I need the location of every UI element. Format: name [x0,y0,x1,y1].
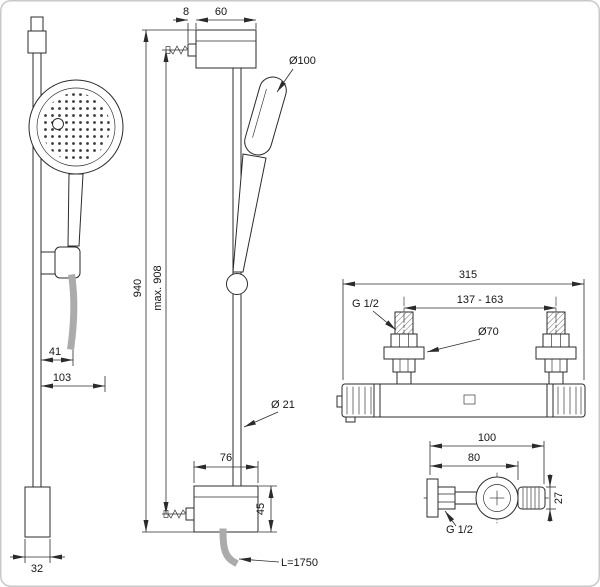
brand-plate [463,394,476,405]
wall-bracket-top-front [195,29,257,69]
flow-handle [557,386,582,415]
handshower-handle-side [67,173,84,247]
rail-side-view [24,16,124,538]
dim-bracket-width: 60 [215,6,227,18]
dim-body-depth: 80 [468,452,480,464]
handle-end-cap [336,395,343,408]
escutcheon-left [383,346,425,360]
handle-side-ridges [522,487,540,509]
union-nut-side [437,486,456,510]
temperature-handle [346,386,372,415]
wall-escutcheon-side [426,478,439,518]
wall-bracket-bottom-front [193,485,259,533]
spray-nozzle-pattern [42,93,110,161]
escutcheon-right [535,346,577,360]
dim-rail-overall-height: 940 [132,279,144,297]
rail-side-view-dimensions: 41 103 32 [10,346,106,575]
thread-left [394,311,414,335]
handshower-front [232,76,287,273]
dim-rail-to-head: 103 [53,372,71,384]
mixer-inlet-left [383,311,425,385]
shower-hose-front [219,528,239,567]
dim-outlet-offset: 8 [183,6,189,18]
mixer-front-view-dimensions: 315 137 - 163 G 1/2 Ø70 [342,269,585,380]
mixer-side-view [423,472,551,524]
dim-thread-size-side: G 1/2 [446,524,473,536]
dim-bottom-bracket-width: 76 [220,452,232,464]
dim-bracket-depth: 32 [31,563,43,575]
dim-thread-size-front: G 1/2 [352,298,379,310]
thread-right [546,311,566,335]
dim-bottom-bracket-height: 45 [255,503,267,515]
mixer-body [341,383,586,418]
wall-bracket-bottom-side [24,486,51,538]
glider-arm-side [40,251,56,275]
safety-stop-button [345,416,356,423]
hose-outlet-bottom [185,507,195,521]
mixer-front-view [336,296,586,423]
glider-front [226,273,248,295]
rail-front-view-dimensions: 8 60 940 max. 908 Ø100 Ø 21 76 45 L=1750 [132,6,318,569]
dim-max-fixing-distance: max. 908 [152,265,164,310]
handshower-head-front [244,76,287,156]
mixer-inlet-right [535,311,577,385]
dim-escutcheon-diameter: Ø70 [478,326,499,338]
dim-hose-length: L=1750 [281,557,318,569]
wall-bracket-top-side [27,30,47,54]
dim-rail-diameter: Ø 21 [271,399,295,411]
dim-handle-height: 27 [553,492,565,504]
shower-hose-side [67,274,78,350]
dim-mixer-depth: 100 [478,432,496,444]
head-center-detail [52,118,64,130]
inlet-pipe-side [454,491,478,505]
dim-mixer-overall-width: 315 [459,269,477,281]
dim-rail-to-handle: 41 [49,346,61,358]
dim-head-diameter: Ø100 [289,55,316,67]
handshower-handle-front [232,153,267,273]
handle-side [517,486,546,510]
handshower-holder-side [54,246,81,279]
dim-connection-spacing: 137 - 163 [457,294,503,306]
hose-outlet-top [187,43,197,57]
mixer-side-view-dimensions: 100 80 G 1/2 27 [429,432,565,536]
rail-top-cap-side [30,16,44,32]
rail-front-view [163,29,287,567]
